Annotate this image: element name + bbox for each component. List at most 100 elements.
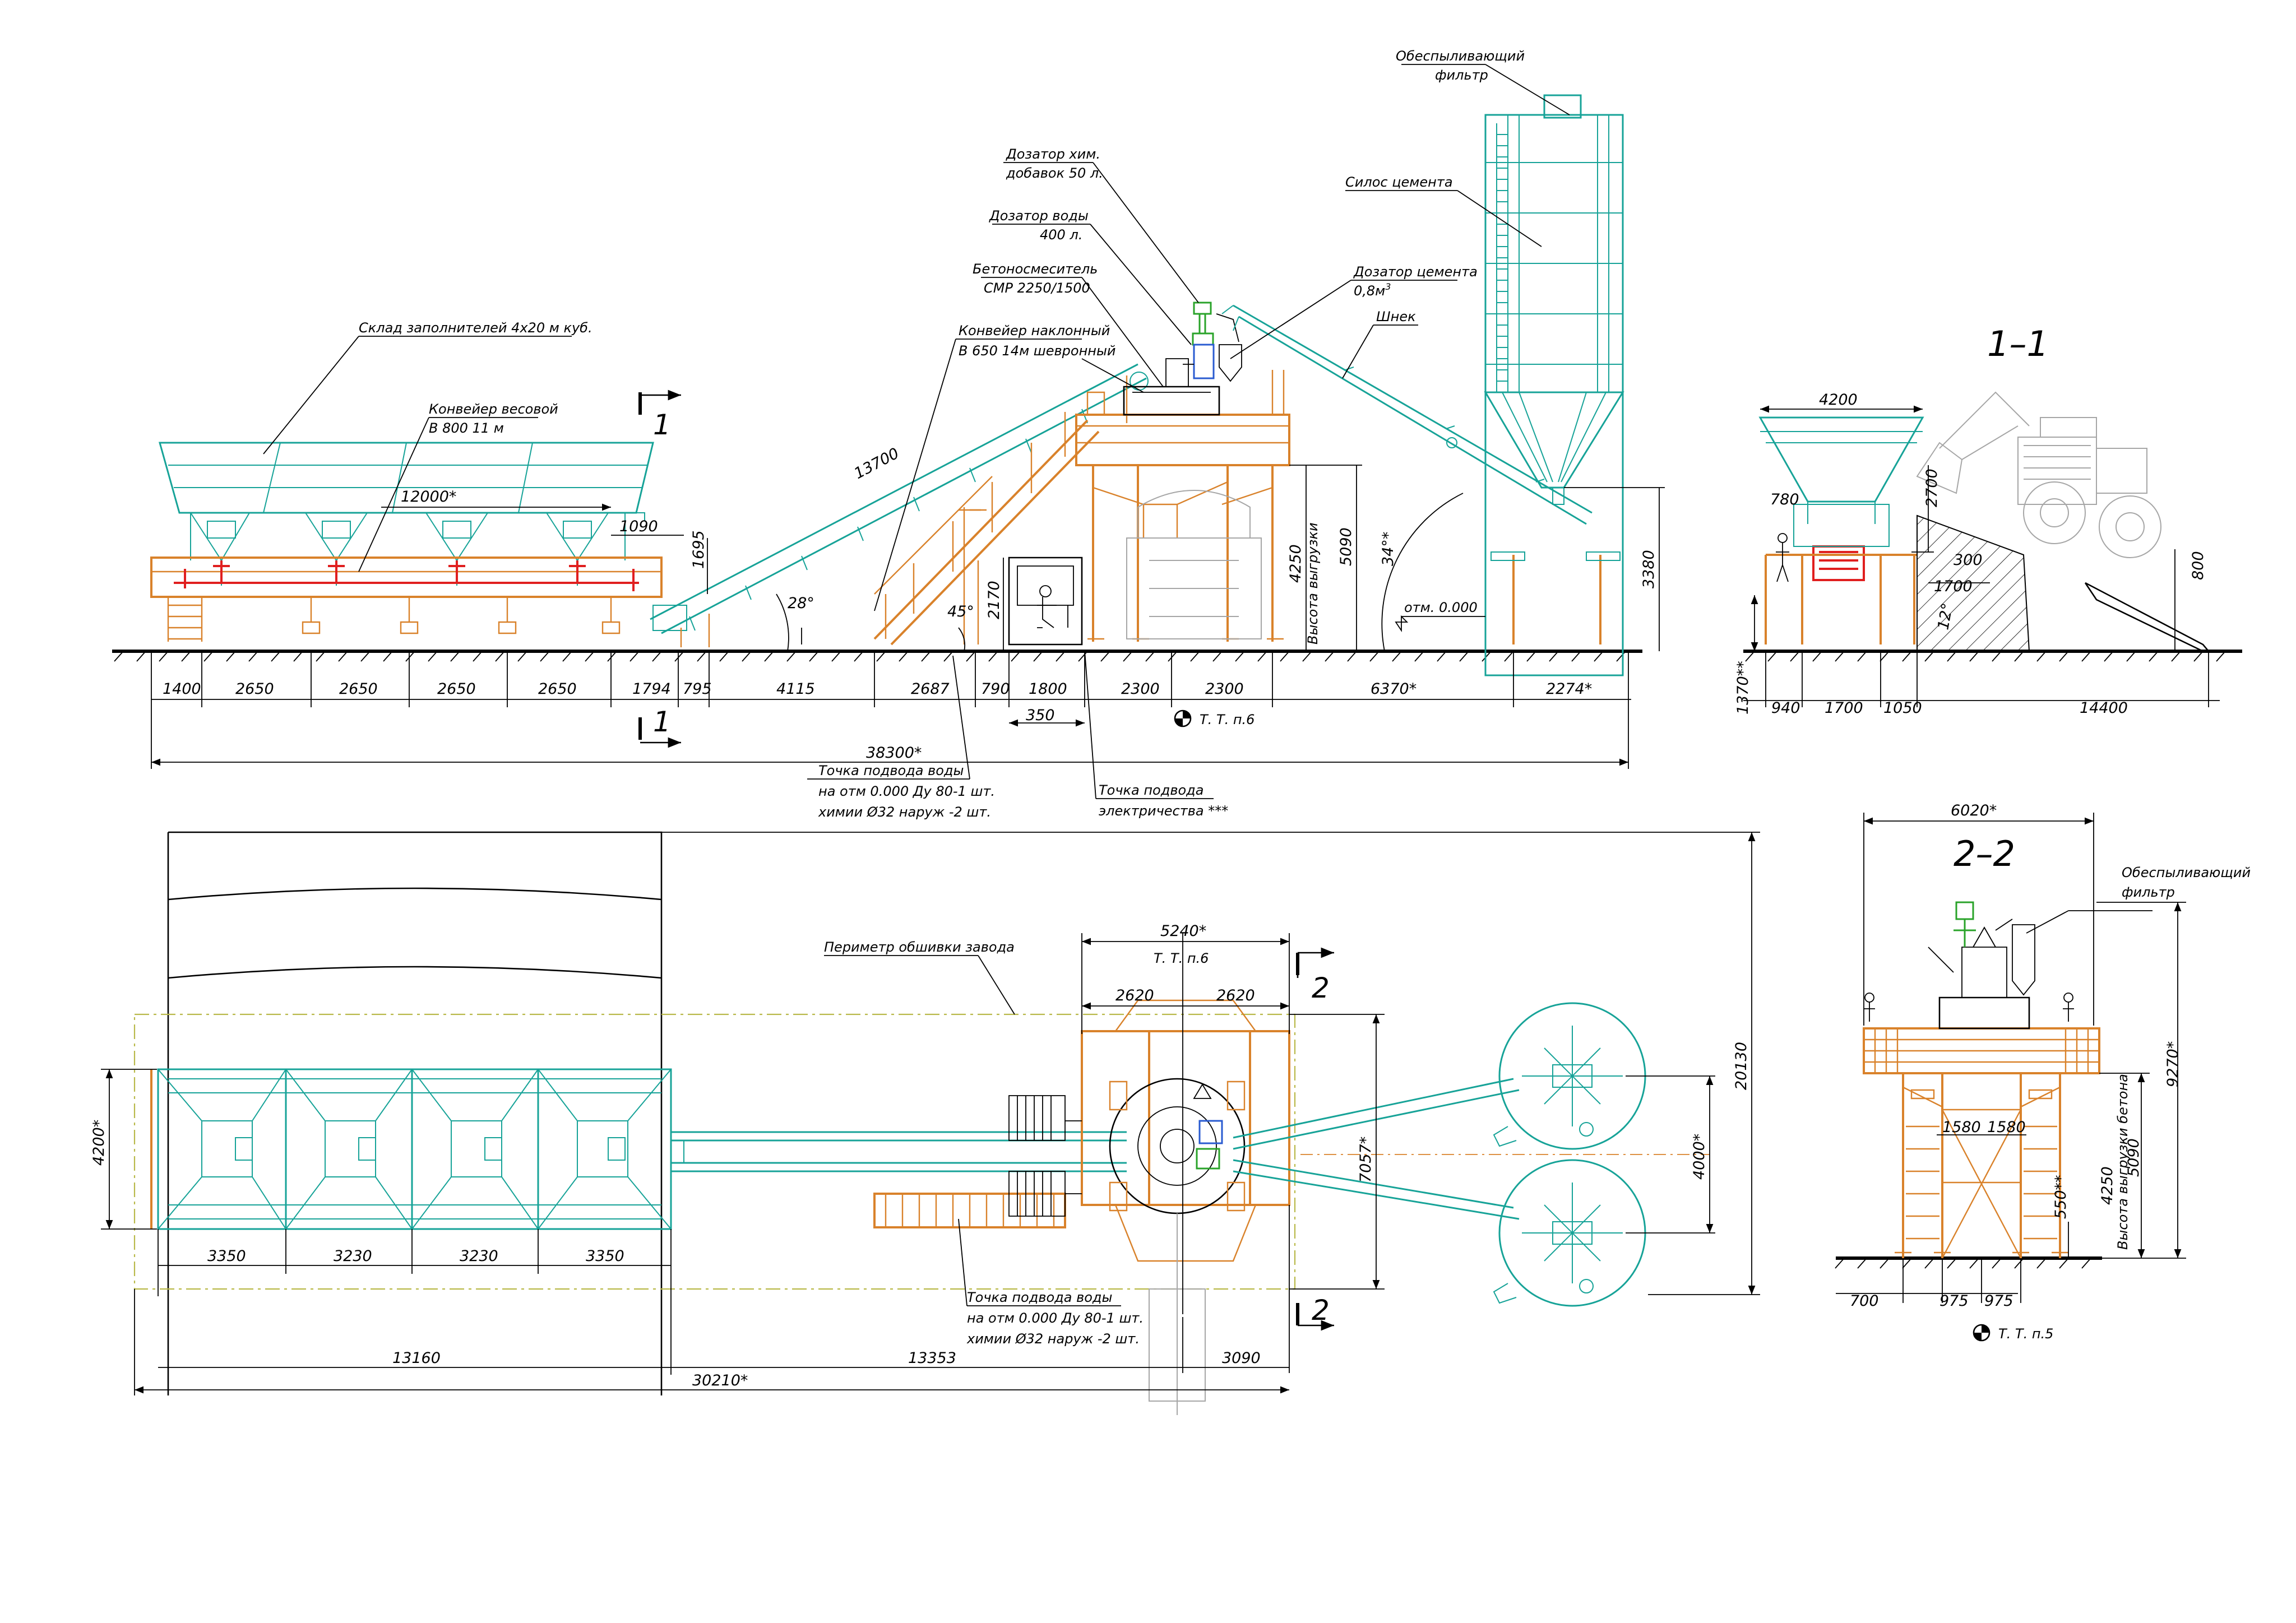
callout-plan-water-3: химии Ø32 наруж -2 шт. bbox=[966, 1331, 1140, 1347]
label-elevation-zero: отм. 0.000 bbox=[1404, 600, 1478, 615]
dim-4250: 4250 bbox=[1287, 544, 1304, 583]
label-tt5: Т. Т. п.5 bbox=[1998, 1326, 2053, 1342]
callout-water-1: Точка подвода воды bbox=[818, 763, 964, 778]
plant-perimeter bbox=[133, 1013, 1296, 1290]
plan-dim-5240: 5240* bbox=[1160, 922, 1206, 940]
callout-aggregate-storage: Склад заполнителей 4х20 м куб. bbox=[359, 320, 592, 336]
dim-11-300: 300 bbox=[1954, 551, 1983, 569]
callout-weigh-conveyor-2: В 800 11 м bbox=[429, 420, 504, 436]
label-tt6-elev: Т. Т. п.6 bbox=[1200, 712, 1255, 727]
dim-11-800: 800 bbox=[2189, 551, 2207, 580]
callout-filter22-1: Обеспыливающий bbox=[2122, 865, 2251, 880]
section-title-1-1: 1–1 bbox=[1987, 323, 2049, 364]
dim-22-550: 550** bbox=[2052, 1175, 2070, 1219]
plan-dim-4000: 4000* bbox=[1691, 1134, 1708, 1180]
dim-2274: 2274* bbox=[1546, 680, 1592, 698]
dim-2300-a: 2300 bbox=[1121, 680, 1160, 698]
dim-11-2700: 2700 bbox=[1923, 469, 1941, 507]
callout-water-3: химии Ø32 наруж -2 шт. bbox=[818, 804, 991, 820]
elevation-view: 1400 2650 2650 2650 2650 1794 795 4115 2… bbox=[112, 48, 1665, 820]
dim-2650-a: 2650 bbox=[235, 680, 274, 698]
dim-38300: 38300* bbox=[866, 744, 922, 762]
dim-22-5090: 5090 bbox=[2125, 1138, 2142, 1177]
angle-34: 34°* bbox=[1380, 532, 1397, 566]
callout-power-1: Точка подвода bbox=[1099, 782, 1203, 798]
dim-11-1370: 1370** bbox=[1734, 661, 1752, 715]
callout-plan-water-1: Точка подвода воды bbox=[967, 1290, 1112, 1305]
plan-dim-4200: 4200* bbox=[90, 1120, 108, 1166]
section-label-1-top: 1 bbox=[653, 409, 671, 441]
dim-22-9270: 9270* bbox=[2164, 1041, 2182, 1087]
callout-mixer-2: СМР 2250/1500 bbox=[984, 280, 1090, 296]
dim-2650-d: 2650 bbox=[538, 680, 577, 698]
dim-2687: 2687 bbox=[911, 680, 950, 698]
callout-weigh-conveyor-1: Конвейер весовой bbox=[429, 401, 558, 417]
dim-11-940: 940 bbox=[1771, 699, 1800, 717]
callout-chem-doser-2: добавок 50 л. bbox=[1006, 165, 1103, 181]
operator-cabin bbox=[1008, 557, 1083, 646]
dim-5090: 5090 bbox=[1337, 527, 1355, 566]
callout-plan-water-2: на отм 0.000 Ду 80-1 шт. bbox=[967, 1310, 1144, 1326]
callout-filter22-2: фильтр bbox=[2122, 884, 2175, 900]
dim-1800: 1800 bbox=[1029, 680, 1067, 698]
aggregate-storage bbox=[159, 442, 654, 586]
silos-plan bbox=[1493, 1002, 1646, 1307]
plan-dim-3230-b: 3230 bbox=[460, 1248, 498, 1265]
dim-22-700: 700 bbox=[1850, 1292, 1879, 1310]
callout-power-2: электричества *** bbox=[1099, 803, 1228, 819]
dim-12000: 12000* bbox=[401, 488, 456, 506]
wheel-loader bbox=[1916, 391, 2161, 558]
plan-dim-7057: 7057* bbox=[1357, 1137, 1374, 1183]
section-2-2 bbox=[1835, 813, 2186, 1342]
dim-22-1580-b: 1580 bbox=[1987, 1119, 2026, 1136]
dim-2650-b: 2650 bbox=[339, 680, 378, 698]
angle-28: 28° bbox=[788, 595, 814, 612]
dim-22-1580-a: 1580 bbox=[1942, 1119, 1981, 1136]
hoppers-plan bbox=[150, 1068, 672, 1230]
angle-45: 45° bbox=[947, 603, 974, 620]
dim-6370: 6370* bbox=[1371, 680, 1417, 698]
section-mark-1 bbox=[638, 389, 681, 748]
callout-cement-doser-1: Дозатор цемента bbox=[1353, 264, 1478, 280]
elevation-upper-dims bbox=[381, 465, 1665, 652]
screw-conveyor bbox=[1221, 304, 1593, 525]
callout-water-doser-2: 400 л. bbox=[1040, 227, 1082, 243]
dim-1090: 1090 bbox=[619, 518, 658, 535]
callout-filter-2: фильтр bbox=[1435, 67, 1488, 83]
dim-11-1050: 1050 bbox=[1883, 699, 1922, 717]
dim-22-975-a: 975 bbox=[1939, 1292, 1969, 1310]
plan-dim-3350-a: 3350 bbox=[207, 1248, 246, 1265]
plan-view bbox=[101, 831, 1760, 1415]
callout-cement-doser-2: 0,8м3 bbox=[1354, 281, 1391, 299]
dim-11-14400: 14400 bbox=[2080, 699, 2128, 717]
dim-1695: 1695 bbox=[690, 530, 707, 569]
dim-2300-b: 2300 bbox=[1205, 680, 1244, 698]
elevation-dimensions bbox=[151, 651, 1631, 769]
plan-dim-3230-a: 3230 bbox=[334, 1248, 372, 1265]
section-title-2-2: 2–2 bbox=[1954, 833, 2015, 874]
plan-dim-3090: 3090 bbox=[1222, 1350, 1261, 1367]
callout-perimeter: Периметр обшивки завода bbox=[824, 939, 1015, 955]
section-label-2-bottom: 2 bbox=[1312, 1294, 1330, 1327]
section-label-1-bottom: 1 bbox=[653, 706, 671, 738]
dim-1400: 1400 bbox=[163, 680, 201, 698]
dim-22-4250: 4250 bbox=[2099, 1166, 2116, 1205]
dim-22-6020: 6020* bbox=[1951, 802, 1997, 819]
dim-790: 790 bbox=[981, 680, 1010, 698]
dim-4115: 4115 bbox=[776, 680, 815, 698]
tt6-marker-elev bbox=[1174, 710, 1192, 727]
label-discharge-height: Высота выгрузки bbox=[1305, 522, 1321, 644]
dim-350: 350 bbox=[1026, 707, 1055, 724]
dim-11-1700: 1700 bbox=[1825, 699, 1863, 717]
section-mark-2 bbox=[1296, 947, 1334, 1331]
plan-dim-13160: 13160 bbox=[392, 1350, 441, 1367]
plan-dim-2620-b: 2620 bbox=[1216, 987, 1255, 1004]
mixer-plan bbox=[1008, 999, 1290, 1415]
callout-mixer-1: Бетоносмеситель bbox=[973, 261, 1098, 277]
dim-2650-c: 2650 bbox=[437, 680, 476, 698]
section-1-1 bbox=[1743, 391, 2242, 707]
dim-1794: 1794 bbox=[632, 680, 671, 698]
callout-incline-conveyor-1: Конвейер наклонный bbox=[959, 323, 1110, 338]
dim-11-780: 780 bbox=[1770, 491, 1799, 508]
